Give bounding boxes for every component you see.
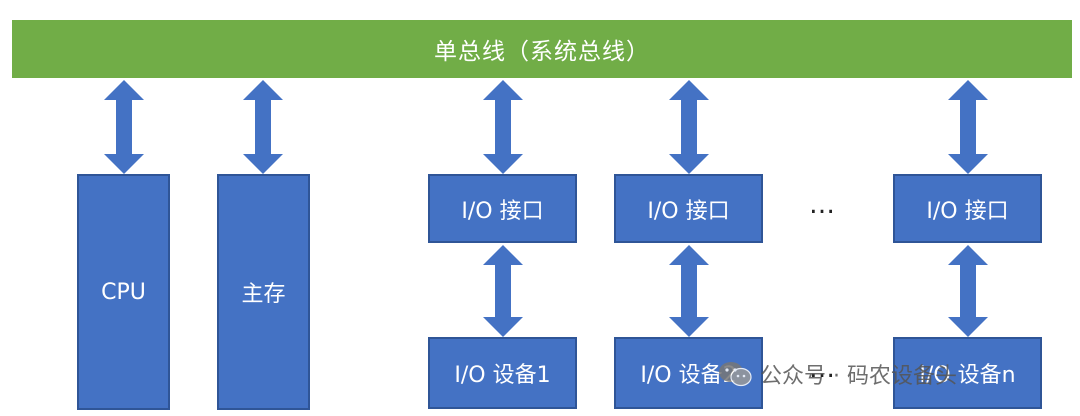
watermark: 公众号 · 码农设备头 (718, 354, 957, 394)
io-device-n: I/O 设备n (893, 337, 1042, 409)
io-interface-1: I/O 接口 (428, 174, 577, 243)
io-device-n-label: I/O 设备n (919, 363, 1016, 388)
watermark-text: 公众号 · 码农设备头 (760, 364, 957, 389)
io-device-1-label: I/O 设备1 (454, 363, 551, 388)
cpu-label: CPU (101, 279, 146, 305)
io-n-device-arrow (948, 245, 988, 337)
io-1-device-arrow (483, 245, 523, 337)
system-bus: 单总线（系统总线） (12, 20, 1072, 78)
device-ellipsis: … (809, 354, 837, 384)
io-interface-n: I/O 接口 (893, 174, 1042, 243)
interface-ellipsis: … (809, 190, 837, 220)
io-interface-2-label: I/O 接口 (647, 198, 730, 224)
io-2-device-arrow (669, 245, 709, 337)
io-interface-2-bus-arrow (669, 80, 709, 174)
io-device-1: I/O 设备1 (428, 337, 577, 409)
bus-label: 单总线（系统总线） (434, 39, 650, 65)
interface-ellipsis-text: … (809, 190, 837, 220)
io-interface-1-bus-arrow (483, 80, 523, 174)
cpu-box: CPU (77, 174, 170, 410)
memory-box: 主存 (217, 174, 310, 410)
wechat-icon (719, 362, 752, 387)
io-interface-1-label: I/O 接口 (461, 198, 544, 224)
memory-bus-arrow (243, 80, 283, 174)
io-interface-n-bus-arrow (948, 80, 988, 174)
cpu-bus-arrow (104, 80, 144, 174)
device-ellipsis-text: … (809, 354, 837, 384)
memory-label: 主存 (241, 282, 286, 307)
io-interface-2: I/O 接口 (614, 174, 763, 243)
io-interface-n-label: I/O 接口 (926, 198, 1009, 224)
